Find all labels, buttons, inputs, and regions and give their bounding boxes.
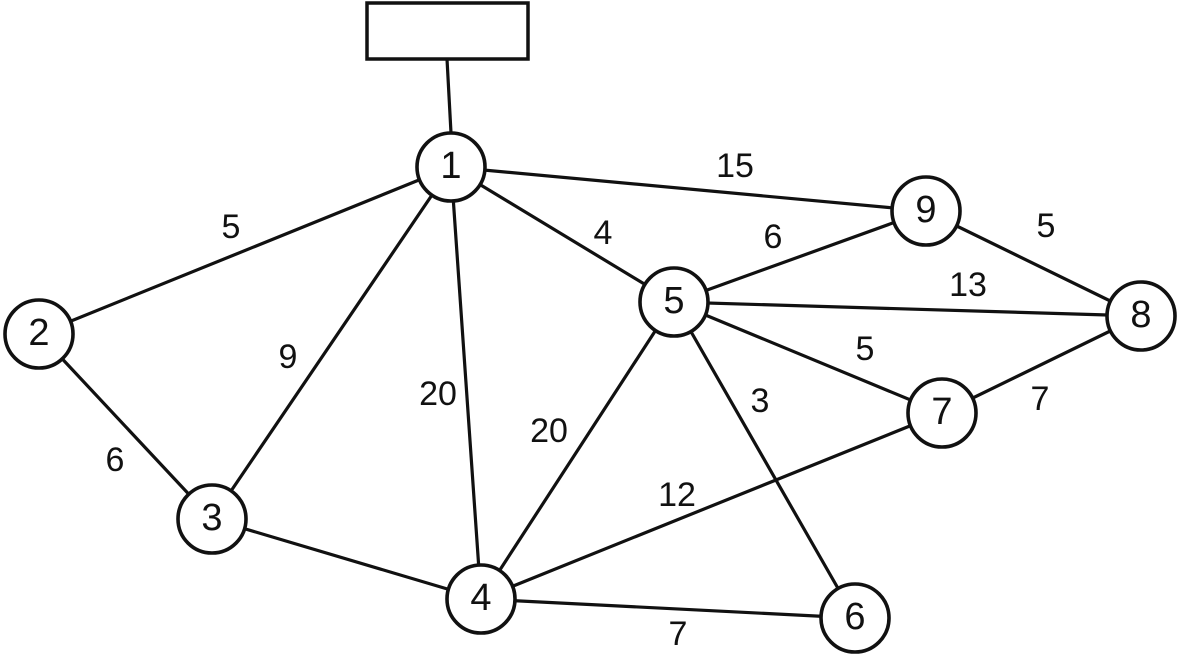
- node-circle-1: [415, 131, 487, 203]
- node-circle-7: [906, 377, 978, 449]
- edge-2-3: [37, 332, 214, 521]
- node-4: 4: [445, 563, 517, 635]
- edge-4-5: [479, 300, 676, 601]
- edge-9-8: [924, 209, 1143, 318]
- node-6: 6: [819, 582, 891, 654]
- node-9: 9: [890, 175, 962, 247]
- edge-1-9: [449, 165, 928, 213]
- edge-1-3: [210, 165, 453, 521]
- edge-weight-7-8: 7: [1031, 380, 1050, 418]
- node-circle-6: [819, 582, 891, 654]
- edge-1-4: [449, 165, 483, 601]
- edge-weight-5-7: 5: [856, 330, 875, 368]
- edge-weight-5-9: 6: [764, 218, 783, 256]
- edge-3-4: [210, 517, 483, 601]
- node-circle-2: [3, 298, 75, 370]
- edge-weight-4-5: 20: [530, 412, 568, 450]
- node-circle-8: [1105, 280, 1177, 352]
- edge-4-6: [479, 597, 857, 620]
- node-circle-3: [176, 483, 248, 555]
- edge-weight-1-4: 20: [419, 375, 457, 413]
- node-label-4: 4: [470, 577, 491, 619]
- node-label-3: 3: [201, 497, 222, 539]
- edge-source-1: [445, 57, 453, 135]
- edge-5-6: [672, 300, 857, 620]
- edge-weight-1-9: 15: [716, 147, 754, 185]
- source-box: [365, 1, 530, 61]
- node-label-6: 6: [844, 596, 865, 638]
- edge-weight-4-6: 7: [669, 615, 688, 653]
- node-label-9: 9: [915, 189, 936, 231]
- node-1: 1: [415, 131, 487, 203]
- node-label-1: 1: [440, 145, 461, 187]
- edge-lines: [37, 57, 1143, 620]
- node-label-7: 7: [931, 391, 952, 433]
- node-label-8: 8: [1130, 294, 1151, 336]
- edge-5-7: [672, 300, 944, 415]
- edge-7-8: [940, 314, 1143, 415]
- node-label-5: 5: [663, 280, 684, 322]
- edge-5-8: [672, 300, 1143, 318]
- edge-4-7: [479, 411, 944, 601]
- node-2: 2: [3, 298, 75, 370]
- edge-weight-4-7: 12: [658, 476, 696, 514]
- edge-5-9: [672, 209, 928, 304]
- edge-weight-5-8: 13: [949, 266, 987, 304]
- node-label-2: 2: [28, 312, 49, 354]
- node-circle-4: [445, 563, 517, 635]
- edge-weight-1-3: 9: [279, 338, 298, 376]
- node-circle-9: [890, 175, 962, 247]
- edge-weight-1-5: 4: [594, 214, 613, 252]
- edge-1-2: [37, 165, 453, 336]
- node-3: 3: [176, 483, 248, 555]
- node-8: 8: [1105, 280, 1177, 352]
- edge-weight-1-2: 5: [222, 208, 241, 246]
- node-circle-5: [638, 266, 710, 338]
- node-5: 5: [638, 266, 710, 338]
- edge-weight-9-8: 5: [1037, 207, 1056, 245]
- node-7: 7: [906, 377, 978, 449]
- edge-weight-2-3: 6: [106, 441, 125, 479]
- edge-weight-5-6: 3: [751, 382, 770, 420]
- edge-1-5: [449, 165, 676, 304]
